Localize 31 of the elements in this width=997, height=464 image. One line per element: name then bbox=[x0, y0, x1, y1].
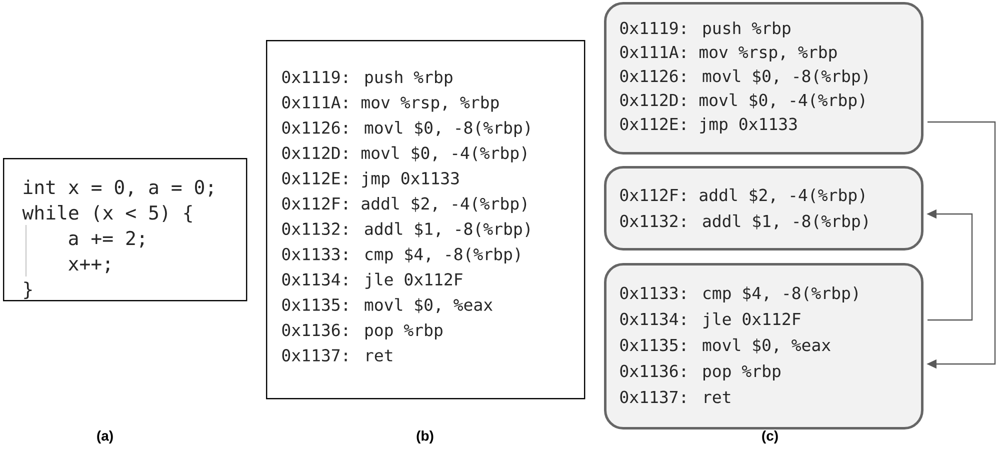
code-line: 0x112E: jmp 0x1133 bbox=[282, 172, 459, 188]
code-line: while (x < 5) { bbox=[22, 204, 192, 223]
code-line: 0x1134: jle 0x112F bbox=[620, 312, 800, 328]
code-line: 0x112E: jmp 0x1133 bbox=[620, 117, 797, 134]
code-line: 0x111A: mov %rsp, %rbp bbox=[282, 96, 499, 112]
panel-label: (a) bbox=[97, 430, 113, 444]
code-line: 0x1126: movl $0, -8(%rbp) bbox=[620, 69, 868, 86]
code-line: 0x1136: pop %rbp bbox=[620, 364, 780, 380]
code-line: 0x1135: movl $0, %eax bbox=[620, 338, 830, 354]
code-line: 0x1134: jle 0x112F bbox=[282, 272, 462, 289]
code-line: 0x1132: addl $1, -8(%rbp) bbox=[620, 214, 868, 230]
code-line: } bbox=[24, 282, 32, 300]
code-line: 0x1119: push %rbp bbox=[282, 70, 452, 86]
code-line: 0x1133: cmp $4, -8(%rbp) bbox=[282, 248, 520, 264]
code-line: 0x1135: movl $0, %eax bbox=[282, 298, 492, 314]
code-line: a += 2; bbox=[69, 230, 144, 248]
code-line: 0x111A: mov %rsp, %rbp bbox=[620, 45, 837, 62]
code-line: int x = 0, a = 0; bbox=[24, 180, 212, 197]
panel-label: (b) bbox=[416, 430, 434, 444]
code-line: 0x1119: push %rbp bbox=[620, 21, 790, 38]
code-line: 0x1132: addl $1, -8(%rbp) bbox=[282, 222, 530, 238]
code-line: 0x1136: pop %rbp bbox=[282, 323, 442, 340]
code-line: 0x112D: movl $0, -4(%rbp) bbox=[282, 146, 526, 162]
code-line: 0x1137: ret bbox=[620, 390, 730, 404]
code-line: x++; bbox=[68, 260, 110, 274]
code-line: 0x1126: movl $0, -8(%rbp) bbox=[282, 120, 530, 138]
code-line: 0x112F: addl $2, -4(%rbp) bbox=[620, 188, 864, 204]
code-line: 0x112D: movl $0, -4(%rbp) bbox=[620, 93, 864, 110]
code-line: 0x1133: cmp $4, -8(%rbp) bbox=[620, 286, 858, 302]
code-line: 0x112F: addl $2, -4(%rbp) bbox=[282, 196, 526, 213]
code-line: 0x1137: ret bbox=[282, 349, 392, 362]
